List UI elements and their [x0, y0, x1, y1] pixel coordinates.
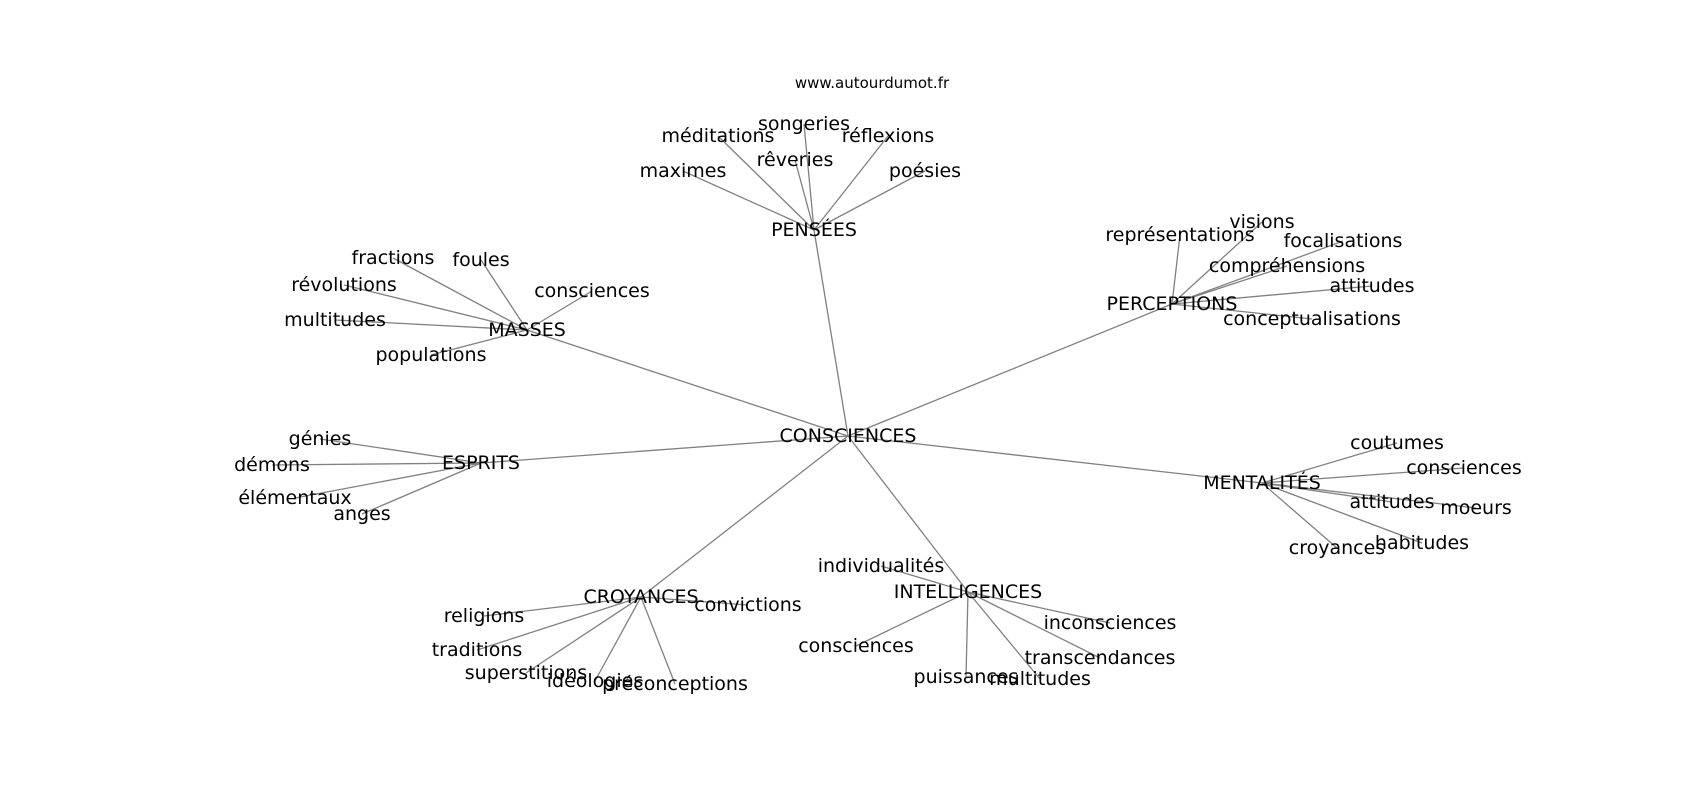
node-leaf-pensees-songeries: songeries [758, 113, 850, 135]
node-leaf-intelligences-puissances: puissances [914, 666, 1019, 688]
node-leaf-croyances-convictions: convictions [694, 594, 801, 616]
node-center: CONSCIENCES [780, 425, 917, 447]
watermark-text: www.autourdumot.fr [795, 74, 950, 92]
node-leaf-intelligences-transcendances: transcendances [1025, 647, 1176, 669]
edge-perceptions-representations [1171, 234, 1181, 305]
edge-esprits-elementaux [294, 462, 482, 499]
edge-intelligences-inconsciences [967, 591, 1111, 624]
node-hub-pensees: PENSÉES [771, 218, 857, 241]
edge-pensees-songeries [803, 123, 815, 231]
node-leaf-mentalites-coutumes: coutumes [1350, 432, 1444, 454]
edge-esprits-genies [319, 438, 482, 464]
edge-masses-fractions [392, 257, 528, 331]
node-leaf-pensees-maximes: maximes [640, 160, 727, 182]
edge-center-croyances [640, 435, 849, 598]
node-leaf-mentalites-croyances: croyances [1289, 537, 1385, 559]
edge-masses-populations [430, 329, 528, 356]
edge-perceptions-attitudes [1171, 285, 1373, 305]
edge-mentalites-coutumes [1261, 442, 1398, 484]
node-leaf-perceptions-focalisations: focalisations [1284, 230, 1403, 252]
edge-masses-multitudes [334, 319, 528, 331]
node-hub-mentalites: MENTALITÉS [1203, 471, 1321, 494]
edge-center-masses [526, 329, 849, 437]
node-leaf-intelligences-multitudes: multitudes [989, 668, 1091, 690]
edge-perceptions-focalisations [1171, 240, 1344, 305]
node-leaf-masses-multitudes: multitudes [284, 309, 386, 331]
edge-mentalites-moeurs [1261, 482, 1477, 509]
edge-perceptions-conceptualisations [1171, 303, 1313, 320]
node-leaf-mentalites-moeurs: moeurs [1440, 497, 1512, 519]
node-leaf-croyances-religions: religions [444, 605, 525, 627]
edge-masses-consciences [526, 290, 593, 331]
edge-center-pensees [813, 229, 849, 437]
edge-intelligences-transcendances [967, 591, 1101, 659]
edge-center-intelligences [847, 435, 969, 593]
edge-croyances-religions [483, 596, 642, 617]
edge-pensees-reveries [794, 159, 815, 231]
node-leaf-perceptions-comprehensions: compréhensions [1209, 255, 1365, 277]
edge-masses-revolutions [343, 284, 528, 331]
node-hub-perceptions: PERCEPTIONS [1107, 293, 1238, 315]
edge-croyances-preconceptions [640, 596, 676, 685]
node-hub-esprits: ESPRITS [442, 452, 520, 474]
node-leaf-mentalites-consciences: consciences [1406, 457, 1522, 479]
edge-center-esprits [480, 435, 849, 464]
node-leaf-masses-fractions: fractions [352, 247, 435, 269]
edge-center-mentalites [847, 435, 1263, 484]
edge-intelligences-consciences [855, 591, 969, 647]
node-leaf-esprits-anges: anges [333, 503, 390, 525]
edge-croyances-convictions [640, 596, 749, 606]
edge-pensees-poesies [813, 170, 926, 231]
node-leaf-perceptions-conceptualisations: conceptualisations [1223, 308, 1401, 330]
node-hub-croyances: CROYANCES [583, 586, 698, 608]
node-leaf-perceptions-representations: représentations [1105, 224, 1254, 246]
node-leaf-mentalites-attitudes: attitudes [1350, 491, 1435, 513]
node-leaf-intelligences-inconsciences: inconsciences [1044, 612, 1177, 634]
node-leaf-masses-populations: populations [375, 344, 486, 366]
node-leaf-croyances-ideologies: idéologies [547, 670, 643, 692]
node-leaf-pensees-reveries: rêveries [757, 149, 834, 171]
node-leaf-intelligences-consciences: consciences [798, 635, 914, 657]
node-hub-masses: MASSES [488, 319, 566, 341]
edge-esprits-demons [271, 462, 482, 466]
edge-mentalites-croyances [1261, 482, 1338, 549]
edge-perceptions-visions [1171, 221, 1263, 305]
node-leaf-masses-consciences: consciences [534, 280, 650, 302]
edge-intelligences-individualites [880, 565, 969, 593]
node-leaf-masses-foules: foules [452, 249, 509, 271]
edge-croyances-superstitions [525, 596, 642, 674]
edge-intelligences-multitudes [967, 591, 1041, 680]
node-leaf-esprits-elementaux: élémentaux [238, 487, 351, 509]
edge-croyances-traditions [476, 596, 642, 651]
node-leaf-croyances-traditions: traditions [432, 639, 523, 661]
node-leaf-pensees-reflexions: réflexions [842, 125, 935, 147]
edge-pensees-reflexions [813, 135, 889, 231]
node-leaf-perceptions-visions: visions [1229, 211, 1294, 233]
graph-edges [271, 123, 1477, 685]
edge-mentalites-habitudes [1261, 482, 1423, 544]
node-leaf-intelligences-individualites: individualités [818, 555, 945, 577]
edge-mentalites-consciences [1261, 467, 1465, 484]
node-leaf-pensees-poesies: poésies [889, 160, 961, 182]
edge-perceptions-comprehensions [1171, 265, 1288, 305]
edge-center-perceptions [847, 303, 1173, 437]
node-leaf-pensees-meditations: méditations [662, 125, 775, 147]
node-leaf-mentalites-habitudes: habitudes [1375, 532, 1469, 554]
node-leaf-esprits-demons: démons [234, 454, 310, 476]
node-leaf-perceptions-attitudes: attitudes [1330, 275, 1415, 297]
edge-esprits-anges [361, 462, 482, 515]
edge-intelligences-puissances [965, 591, 969, 678]
edge-pensees-meditations [717, 135, 815, 231]
edge-croyances-ideologies [594, 596, 642, 682]
node-leaf-croyances-preconceptions: préconceptions [602, 673, 748, 695]
edge-pensees-maximes [682, 170, 815, 231]
node-leaf-croyances-superstitions: superstitions [465, 662, 587, 684]
node-leaf-masses-revolutions: révolutions [291, 274, 397, 296]
node-hub-intelligences: INTELLIGENCES [894, 581, 1042, 603]
edge-masses-foules [480, 259, 528, 331]
node-leaf-esprits-genies: génies [289, 428, 352, 450]
